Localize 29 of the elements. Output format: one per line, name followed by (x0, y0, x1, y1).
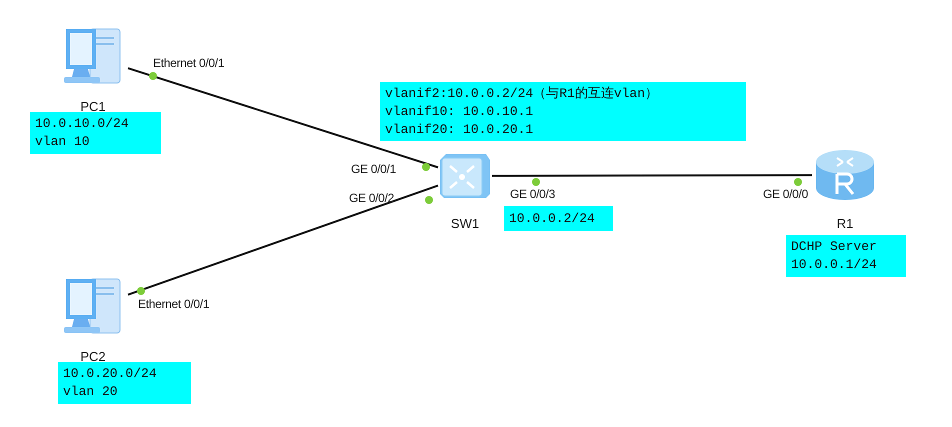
port-label: GE 0/0/2 (349, 192, 394, 204)
network-link (128, 184, 438, 296)
note-text: 10.0.10.0/24 (35, 115, 130, 133)
device-name: R1 (836, 217, 854, 230)
note-text: vlan 20 (63, 383, 119, 401)
address-note (30, 112, 161, 154)
port-label: GE 0/0/1 (351, 163, 396, 175)
network-link (128, 67, 438, 168)
note-text: 10.0.0.1/24 (791, 256, 878, 274)
address-note (504, 206, 613, 231)
address-note (380, 82, 746, 141)
device-node (438, 152, 492, 230)
note-text: DCHP Server (791, 238, 878, 256)
device-name: PC2 (80, 350, 106, 363)
note-text: vlanif10: 10.0.10.1 (385, 102, 534, 120)
device-name: SW1 (450, 217, 480, 230)
note-text: 10.0.20.0/24 (63, 365, 158, 383)
note-text: vlan 10 (35, 133, 91, 151)
address-note (58, 362, 191, 404)
port-label: Ethernet 0/0/1 (153, 57, 224, 69)
address-note (786, 235, 906, 277)
port-label: GE 0/0/3 (510, 188, 555, 200)
port-label: GE 0/0/0 (763, 188, 808, 200)
note-text: vlanif2:10.0.0.2/24（与R1的互连vlan） (385, 84, 660, 102)
network-link (492, 174, 812, 177)
note-text: vlanif20: 10.0.20.1 (385, 120, 534, 138)
port-label: Ethernet 0/0/1 (138, 298, 210, 310)
note-text: 10.0.0.2/24 (509, 210, 596, 228)
device-name: PC1 (80, 100, 106, 113)
